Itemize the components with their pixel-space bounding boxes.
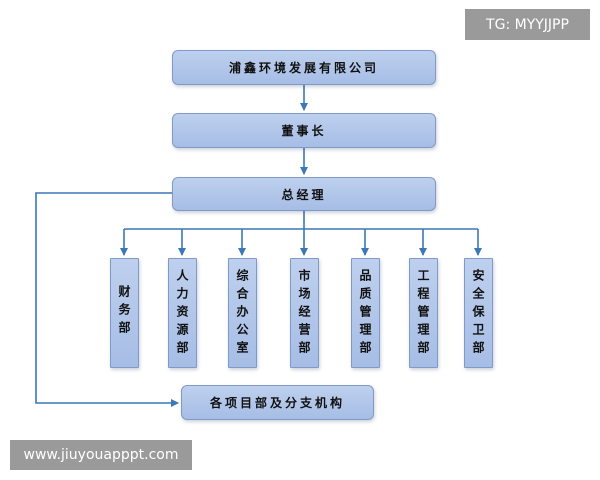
dept-box-5: 品质管理部	[351, 258, 380, 368]
node-chairman-label: 董事长	[281, 124, 327, 138]
node-general-manager: 总经理	[172, 177, 436, 211]
node-company-label: 浦鑫环境发展有限公司	[228, 61, 379, 75]
dept-box-3: 综合办公室	[228, 258, 257, 368]
watermark-bottom-text: www.jiuyouapppt.com	[23, 447, 179, 463]
dept-box-4: 市场经营部	[290, 258, 319, 368]
dept-box-1: 财务部	[110, 258, 139, 368]
watermark-bottom: www.jiuyouapppt.com	[10, 440, 192, 470]
dept-label-1: 财务部	[117, 285, 131, 339]
watermark-top: TG: MYYJJPP	[465, 9, 590, 40]
dept-label-7: 安全保卫部	[471, 269, 485, 359]
connector-gm-branches	[35, 192, 179, 407]
dept-box-2: 人力资源部	[168, 258, 197, 368]
dept-label-5: 品质管理部	[358, 269, 372, 359]
dept-label-4: 市场经营部	[297, 269, 311, 359]
node-company: 浦鑫环境发展有限公司	[172, 50, 436, 85]
node-branches: 各项目部及分支机构	[181, 385, 374, 420]
node-chairman: 董事长	[172, 113, 436, 148]
dept-box-7: 安全保卫部	[464, 258, 493, 368]
dept-label-2: 人力资源部	[175, 269, 189, 359]
dept-box-6: 工程管理部	[409, 258, 438, 368]
watermark-top-text: TG: MYYJJPP	[486, 16, 569, 33]
dept-label-6: 工程管理部	[416, 269, 430, 359]
node-gm-label: 总经理	[281, 187, 327, 202]
node-branches-label: 各项目部及分支机构	[209, 396, 345, 410]
dept-label-3: 综合办公室	[235, 269, 249, 359]
